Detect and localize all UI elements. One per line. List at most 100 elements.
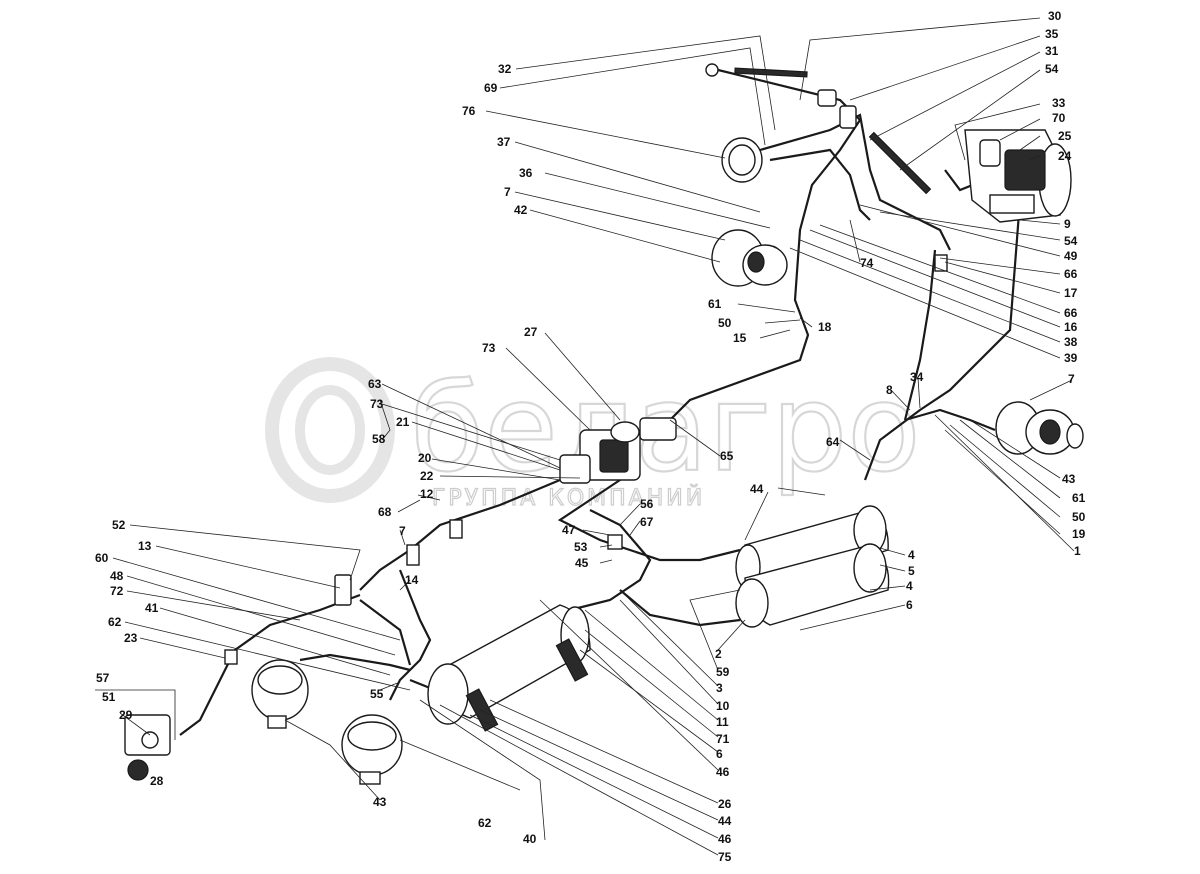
callout-c16: 16 [1064, 320, 1078, 334]
callout-c44b: 44 [718, 814, 732, 828]
callout-c44a: 44 [750, 482, 764, 496]
callout-c43b: 43 [373, 795, 387, 809]
callout-c58: 58 [372, 432, 386, 446]
callout-c76: 76 [462, 104, 476, 118]
bracket [334, 574, 352, 606]
callout-c20: 20 [418, 451, 432, 465]
callout-c25: 25 [1058, 129, 1072, 143]
callout-c73a: 73 [482, 341, 496, 355]
callout-c70: 70 [1052, 111, 1066, 125]
callout-c60: 60 [95, 551, 109, 565]
callout-c8: 8 [886, 383, 893, 397]
callout-c2: 2 [715, 647, 722, 661]
callout-c24: 24 [1058, 149, 1072, 163]
leader-lines [95, 17, 1075, 856]
callout-c62b: 62 [478, 816, 492, 830]
callout-c6a: 6 [906, 598, 913, 612]
callout-c56: 56 [640, 497, 654, 511]
callout-c26: 26 [718, 797, 732, 811]
callout-c51: 51 [102, 690, 116, 704]
callout-c36: 36 [519, 166, 533, 180]
callout-c48: 48 [110, 569, 124, 583]
callout-c63: 63 [368, 377, 382, 391]
callout-c34: 34 [910, 370, 924, 384]
callout-c38: 38 [1064, 335, 1078, 349]
callout-c59: 59 [716, 665, 730, 679]
callout-c37: 37 [497, 135, 511, 149]
callout-c42: 42 [514, 203, 528, 217]
callout-c65: 65 [720, 449, 734, 463]
callout-c50a: 50 [718, 316, 732, 330]
callout-c72: 72 [110, 584, 124, 598]
callout-c27: 27 [524, 325, 538, 339]
callout-c28: 28 [150, 774, 164, 788]
callout-c19: 19 [1072, 527, 1086, 541]
callout-c32: 32 [498, 62, 512, 76]
callout-c61a: 61 [708, 297, 722, 311]
callout-c68: 68 [378, 505, 392, 519]
callout-c50b: 50 [1072, 510, 1086, 524]
callout-c49: 49 [1064, 249, 1078, 263]
callout-labels: 3035315432697633702524373674295449667417… [95, 9, 1086, 864]
wiper-arm-top [705, 63, 808, 78]
callout-c12: 12 [420, 487, 434, 501]
callout-c43a: 43 [1062, 472, 1076, 486]
callout-c62a: 62 [108, 615, 122, 629]
callout-c13: 13 [138, 539, 152, 553]
callout-c40: 40 [523, 832, 537, 846]
callout-c18: 18 [818, 320, 832, 334]
callout-c11: 11 [716, 715, 729, 729]
callout-c41: 41 [145, 601, 159, 615]
brake-chamber-right [995, 401, 1084, 455]
callout-c69: 69 [484, 81, 498, 95]
callout-c4b: 4 [906, 579, 913, 593]
callout-c47: 47 [562, 523, 576, 537]
callout-c31: 31 [1045, 44, 1059, 58]
callout-c57: 57 [96, 671, 110, 685]
callout-c45: 45 [575, 556, 589, 570]
clamps [224, 254, 948, 665]
callout-c9: 9 [1064, 217, 1071, 231]
callout-c74: 74 [860, 256, 874, 270]
callout-c54b: 54 [1064, 234, 1078, 248]
air-tank-right-lower [735, 543, 890, 628]
callout-c3: 3 [716, 681, 723, 695]
callout-c46a: 46 [716, 765, 730, 779]
callout-c6b: 6 [716, 747, 723, 761]
callout-c7a: 7 [504, 185, 511, 199]
wiper-arm-right [868, 131, 932, 195]
pipework [179, 66, 1022, 736]
callout-c39: 39 [1064, 351, 1078, 365]
callout-c66a: 66 [1064, 267, 1078, 281]
callout-c1: 1 [1074, 544, 1081, 558]
callout-c30: 30 [1048, 9, 1062, 23]
air-tank-large [427, 604, 591, 732]
callout-c66b: 66 [1064, 306, 1078, 320]
spring-chamber-2 [341, 714, 403, 785]
callout-c33: 33 [1052, 96, 1066, 110]
valve-30 [817, 89, 857, 129]
compressor [964, 129, 1072, 223]
brake-valve-assembly [559, 417, 677, 484]
callout-c67: 67 [640, 515, 654, 529]
callout-c75: 75 [718, 850, 732, 864]
pressure-gauge [721, 137, 763, 183]
callout-c73b: 73 [370, 397, 384, 411]
callout-c14: 14 [405, 573, 419, 587]
callout-c22: 22 [420, 469, 434, 483]
callout-c15: 15 [733, 331, 747, 345]
callout-c17: 17 [1064, 286, 1078, 300]
coupling-head [124, 714, 171, 781]
callout-c61b: 61 [1072, 491, 1086, 505]
callout-c64: 64 [826, 435, 840, 449]
callout-c7c: 7 [399, 524, 406, 538]
callout-c10: 10 [716, 699, 730, 713]
brake-chamber-left [711, 229, 788, 287]
callout-c54a: 54 [1045, 62, 1059, 76]
callout-c5: 5 [908, 564, 915, 578]
callout-c52: 52 [112, 518, 126, 532]
callout-c23: 23 [124, 631, 138, 645]
spring-chamber-1 [251, 659, 309, 729]
watermark-tagline: ГРУППА КОМПАНИЙ [432, 485, 705, 511]
